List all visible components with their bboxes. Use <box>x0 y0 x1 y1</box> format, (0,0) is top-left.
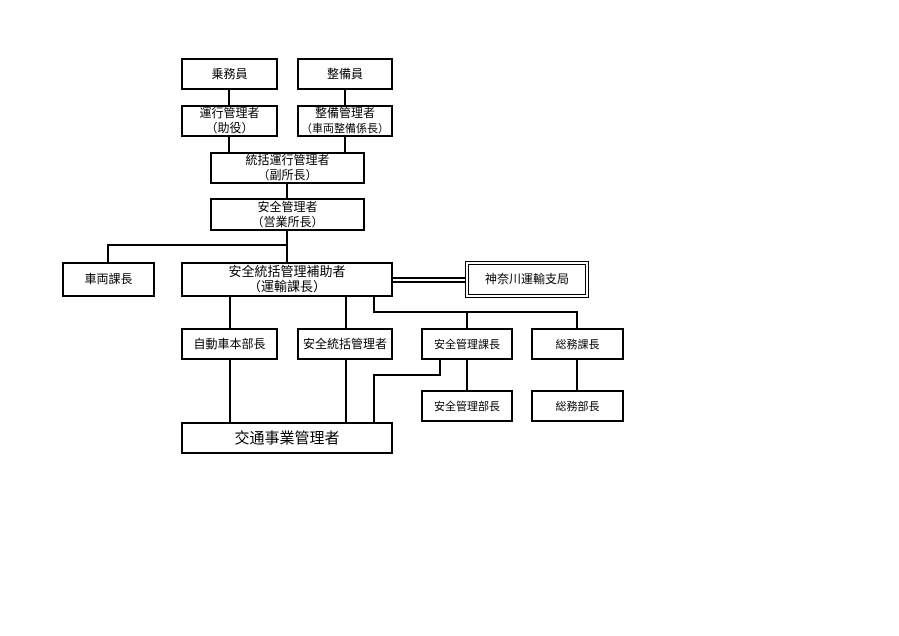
node-label: 安全統括管理者 <box>302 336 387 351</box>
node-label: 安全管理者 <box>257 199 318 214</box>
node-label: 交通事業管理者 <box>234 428 340 447</box>
node-sublabel: （副所長） <box>257 168 318 182</box>
node-label: 総務課長 <box>555 337 600 351</box>
node-unko-kanrisha: 運行管理者（助役） <box>181 105 278 137</box>
node-somu-kacho: 総務課長 <box>531 328 624 360</box>
node-label: 総務部長 <box>555 399 600 413</box>
node-anzen-kacho: 安全管理課長 <box>421 328 513 360</box>
node-honbucho: 自動車本部長 <box>181 328 278 360</box>
node-label: 安全管理部長 <box>434 399 500 413</box>
node-hojosha: 安全統括管理補助者（運輸課長） <box>181 262 393 297</box>
node-label: 車両課長 <box>84 272 133 286</box>
node-kotsu-jigyo-kanrisha: 交通事業管理者 <box>181 422 393 454</box>
node-label: 運行管理者 <box>199 106 260 120</box>
node-label: 安全管理課長 <box>434 337 500 351</box>
node-sublabel: （運輸課長） <box>247 279 326 295</box>
node-tokatsu-kanrisha: 安全統括管理者 <box>297 328 393 360</box>
node-sublabel: （車両整備係長） <box>301 122 389 135</box>
node-seibiin: 整備員 <box>297 58 393 90</box>
node-kanagawa-unyu-shikyoku: 神奈川運輸支局 <box>465 261 589 298</box>
node-anzen-kanrisha: 安全管理者（営業所長） <box>210 198 365 231</box>
node-label: 統括運行管理者 <box>245 153 330 167</box>
node-sublabel: （営業所長） <box>251 214 324 229</box>
node-seibi-kanrisha: 整備管理者 （車両整備係長） <box>297 105 393 137</box>
node-sublabel: （助役） <box>205 121 254 135</box>
node-label: 自動車本部長 <box>193 336 266 351</box>
node-jomuin: 乗務員 <box>181 58 278 90</box>
node-tokatsu-unko-kanrisha: 統括運行管理者（副所長） <box>210 152 365 184</box>
node-label: 整備員 <box>326 66 363 81</box>
node-anzen-bucho: 安全管理部長 <box>421 390 513 422</box>
node-sharyo-kacho: 車両課長 <box>62 262 155 297</box>
node-label: 整備管理者 <box>314 106 375 120</box>
node-label: 安全統括管理補助者 <box>228 264 346 280</box>
node-label: 乗務員 <box>211 66 248 81</box>
node-somu-bucho: 総務部長 <box>531 390 624 422</box>
node-label: 神奈川運輸支局 <box>484 272 569 286</box>
